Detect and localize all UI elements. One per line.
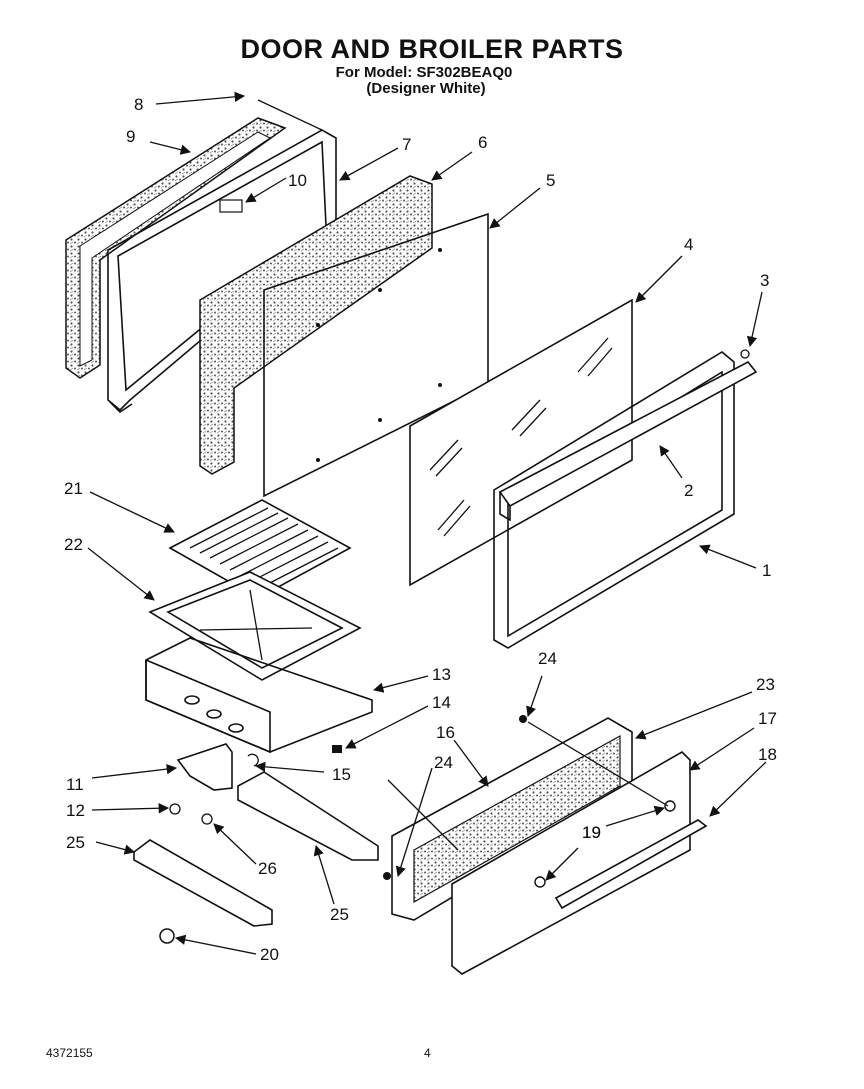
callout-2: 2: [684, 481, 693, 500]
callout-25-right: 25: [330, 905, 349, 924]
page-number: 4: [424, 1046, 431, 1060]
callout-21: 21: [64, 479, 83, 498]
model-line: For Model: SF302BEAQ0: [335, 64, 513, 81]
callout-4: 4: [684, 235, 693, 254]
part-19-spacer-lower-icon: [534, 876, 546, 888]
callout-19-lower: 19: [582, 823, 601, 842]
callout-leaders: [87, 91, 767, 955]
part-18-drawer-handle: [554, 819, 708, 910]
part-13-broiler-drawer: [145, 637, 373, 754]
callout-22: 22: [64, 535, 83, 554]
part-22-broiler-pan: [148, 571, 362, 681]
part-3-handle-end-cap-icon: [740, 349, 750, 359]
part-10-door-latch-icon: [219, 199, 243, 213]
callout-16: 16: [436, 723, 455, 742]
document-number: 4372155: [46, 1046, 93, 1060]
callout-8: 8: [134, 95, 143, 114]
part-25-slide-rail-lower: [133, 839, 273, 927]
callout-9: 9: [126, 127, 135, 146]
callout-labels: 1 2 3 4 5 6 7 8 9 10 11 12 13 14 15 16 1…: [64, 95, 777, 964]
callout-26: 26: [258, 859, 277, 878]
callout-19-upper: 19: [582, 823, 601, 842]
callout-24-left: 24: [434, 753, 453, 772]
part-25-slide-rail-upper: [237, 771, 379, 861]
callout-10: 10: [288, 171, 307, 190]
part-14-screw-icon: [332, 745, 342, 753]
part-20-roller-icon: [159, 928, 175, 944]
callout-23: 23: [756, 675, 775, 694]
part-4-door-glass: [409, 298, 633, 587]
part-24-screw-right-icon: [519, 715, 527, 723]
callout-13: 13: [432, 665, 451, 684]
part-17-drawer-outer-panel: [451, 751, 691, 975]
callout-17: 17: [758, 709, 777, 728]
part-19-spacer-upper-icon: [664, 800, 676, 812]
part-2-door-handle: [498, 349, 758, 522]
callout-7: 7: [402, 135, 411, 154]
part-11-bracket: [176, 743, 233, 791]
page-title: DOOR AND BROILER PARTS: [240, 34, 624, 64]
callout-20: 20: [260, 945, 279, 964]
part-23-drawer-insulation: [413, 734, 621, 904]
part-24-screw-left-icon: [383, 872, 391, 880]
callout-24-right: 24: [538, 649, 557, 668]
callout-18: 18: [758, 745, 777, 764]
callout-3: 3: [760, 271, 769, 290]
callout-15: 15: [332, 765, 351, 784]
callout-6: 6: [478, 133, 487, 152]
callout-1: 1: [762, 561, 771, 580]
callout-5: 5: [546, 171, 555, 190]
callout-11: 11: [66, 775, 84, 794]
part-15-clip-icon: [247, 753, 259, 767]
part-26-screw-icon: [201, 813, 213, 825]
part-9-door-gasket: [65, 117, 287, 379]
callout-14: 14: [432, 693, 451, 712]
part-7-inner-door-panel: [107, 129, 337, 414]
callout-12: 12: [66, 801, 85, 820]
variant-line: (Designer White): [366, 80, 486, 97]
part-12-nut-icon: [169, 803, 181, 815]
callout-25-left: 25: [66, 833, 85, 852]
